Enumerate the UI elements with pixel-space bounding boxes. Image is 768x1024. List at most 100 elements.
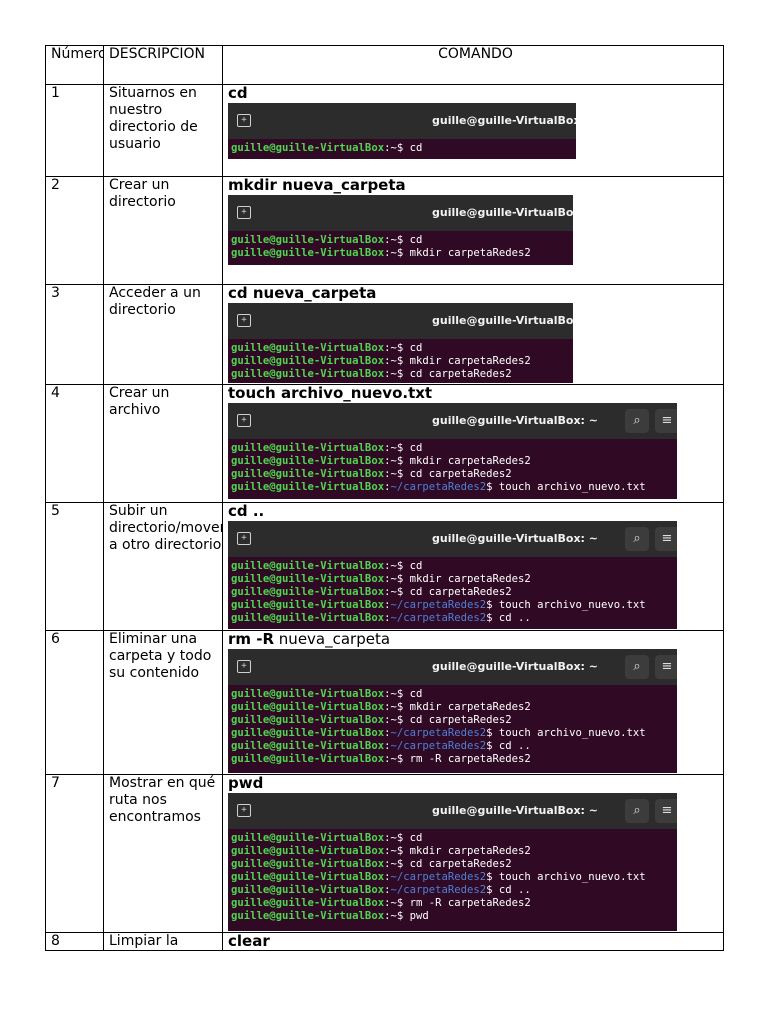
prompt-command: touch archivo_nuevo.txt bbox=[498, 481, 646, 493]
terminal-output: guille@guille-VirtualBox:~$ cd guille@gu… bbox=[228, 231, 573, 260]
prompt-command: mkdir carpetaRedes2 bbox=[409, 247, 531, 259]
row-command-cell: pwd + guille@guille-VirtualBox: ~ ⌕ ≡ gu… bbox=[222, 774, 724, 933]
prompt-command: mkdir carpetaRedes2 bbox=[409, 845, 531, 857]
terminal-line: guille@guille-VirtualBox:~/carpetaRedes2… bbox=[231, 481, 677, 494]
hamburger-menu-icon[interactable]: ≡ bbox=[655, 799, 677, 823]
prompt-user: guille@guille-VirtualBox bbox=[231, 599, 385, 611]
row-number: 3 bbox=[45, 284, 104, 385]
terminal-line: guille@guille-VirtualBox:~$ cd carpetaRe… bbox=[231, 586, 677, 599]
prompt-user: guille@guille-VirtualBox bbox=[231, 586, 385, 598]
row-description: Crear un directorio bbox=[103, 176, 223, 285]
prompt-path: ~/carpetaRedes2 bbox=[390, 599, 487, 611]
new-tab-icon[interactable]: + bbox=[237, 660, 251, 673]
command-text: touch archivo_nuevo.txt bbox=[228, 386, 723, 403]
table-row: 7 Mostrar en qué ruta nos encontramos pw… bbox=[45, 774, 724, 933]
prompt-sep: : bbox=[384, 871, 391, 883]
prompt-user: guille@guille-VirtualBox bbox=[231, 612, 385, 624]
terminal-line: guille@guille-VirtualBox:~$ cd carpetaRe… bbox=[231, 714, 677, 727]
command-bold: cd .. bbox=[228, 502, 265, 520]
terminal-line: guille@guille-VirtualBox:~/carpetaRedes2… bbox=[231, 871, 677, 884]
new-tab-icon[interactable]: + bbox=[237, 414, 251, 427]
terminal-line: guille@guille-VirtualBox:~$ cd carpetaRe… bbox=[231, 468, 677, 481]
hamburger-menu-icon[interactable]: ≡ bbox=[655, 409, 677, 433]
row-number: 7 bbox=[45, 774, 104, 933]
prompt-user: guille@guille-VirtualBox bbox=[231, 897, 385, 909]
prompt-path: ~/carpetaRedes2 bbox=[390, 740, 487, 752]
prompt-command: mkdir carpetaRedes2 bbox=[409, 701, 531, 713]
prompt-user: guille@guille-VirtualBox bbox=[231, 342, 385, 354]
terminal-output: guille@guille-VirtualBox:~$ cd guille@gu… bbox=[228, 557, 677, 625]
prompt-path: ~/carpetaRedes2 bbox=[390, 612, 487, 624]
prompt-command: rm -R carpetaRedes2 bbox=[409, 753, 531, 765]
command-bold: mkdir nueva_carpeta bbox=[228, 176, 406, 194]
terminal-line: guille@guille-VirtualBox:~/carpetaRedes2… bbox=[231, 727, 677, 740]
command-text: mkdir nueva_carpeta bbox=[228, 176, 723, 195]
prompt-dollar: $ bbox=[486, 740, 499, 752]
prompt-path: ~/carpetaRedes2 bbox=[390, 871, 487, 883]
new-tab-icon[interactable]: + bbox=[237, 532, 251, 545]
terminal-line: guille@guille-VirtualBox:~$ pwd bbox=[231, 910, 677, 923]
terminal-titlebar: + guille@guille-VirtualBox: ~ ⌕ ≡ bbox=[228, 403, 677, 439]
search-icon[interactable]: ⌕ bbox=[625, 409, 649, 433]
row-command-cell: cd + guille@guille-VirtualBox: ~ guille@… bbox=[222, 84, 724, 177]
terminal-title: guille@guille-VirtualBox: bbox=[432, 314, 573, 327]
prompt-sep: :~$ bbox=[384, 910, 410, 922]
prompt-user: guille@guille-VirtualBox bbox=[231, 142, 385, 154]
terminal-title: guille@guille-VirtualBox: ~ bbox=[432, 414, 598, 427]
prompt-sep: :~$ bbox=[384, 234, 410, 246]
prompt-user: guille@guille-VirtualBox bbox=[231, 573, 385, 585]
terminal-line: guille@guille-VirtualBox:~$ mkdir carpet… bbox=[231, 247, 573, 260]
terminal-line: guille@guille-VirtualBox:~$ mkdir carpet… bbox=[231, 355, 573, 368]
new-tab-icon[interactable]: + bbox=[237, 314, 251, 327]
command-bold: rm -R bbox=[228, 630, 275, 648]
hamburger-menu-icon[interactable]: ≡ bbox=[655, 527, 677, 551]
prompt-dollar: $ bbox=[486, 871, 499, 883]
prompt-user: guille@guille-VirtualBox bbox=[231, 247, 385, 259]
header-number: Número bbox=[45, 45, 104, 85]
prompt-sep: :~$ bbox=[384, 714, 410, 726]
prompt-user: guille@guille-VirtualBox bbox=[231, 740, 385, 752]
new-tab-icon[interactable]: + bbox=[237, 206, 251, 219]
table-row: 6 Eliminar una carpeta y todo su conteni… bbox=[45, 630, 724, 775]
terminal-line: guille@guille-VirtualBox:~$ cd bbox=[231, 832, 677, 845]
table-row: 8 Limpiar la clear bbox=[45, 932, 724, 951]
prompt-sep: :~$ bbox=[384, 247, 410, 259]
prompt-sep: :~$ bbox=[384, 455, 410, 467]
search-icon[interactable]: ⌕ bbox=[625, 527, 649, 551]
search-icon[interactable]: ⌕ bbox=[625, 655, 649, 679]
prompt-sep: : bbox=[384, 740, 391, 752]
prompt-sep: : bbox=[384, 884, 391, 896]
row-command-cell: touch archivo_nuevo.txt + guille@guille-… bbox=[222, 384, 724, 503]
prompt-user: guille@guille-VirtualBox bbox=[231, 727, 385, 739]
prompt-command: cd bbox=[409, 342, 423, 354]
new-tab-icon[interactable]: + bbox=[237, 804, 251, 817]
prompt-path: ~/carpetaRedes2 bbox=[390, 727, 487, 739]
terminal-title: guille@guille-VirtualBox: bbox=[432, 206, 573, 219]
row-command-cell: cd nueva_carpeta + guille@guille-Virtual… bbox=[222, 284, 724, 385]
row-command-cell: clear bbox=[222, 932, 724, 951]
prompt-sep: :~$ bbox=[384, 701, 410, 713]
prompt-user: guille@guille-VirtualBox bbox=[231, 910, 385, 922]
prompt-user: guille@guille-VirtualBox bbox=[231, 753, 385, 765]
terminal-screenshot: + guille@guille-VirtualBox: ~ guille@gui… bbox=[228, 103, 576, 159]
prompt-sep: :~$ bbox=[384, 753, 410, 765]
row-description: Eliminar una carpeta y todo su contenido bbox=[103, 630, 223, 775]
prompt-sep: :~$ bbox=[384, 368, 410, 380]
prompt-user: guille@guille-VirtualBox bbox=[231, 714, 385, 726]
terminal-titlebar: + guille@guille-VirtualBox: bbox=[228, 195, 573, 231]
row-number: 8 bbox=[45, 932, 104, 951]
prompt-command: cd bbox=[409, 560, 423, 572]
terminal-screenshot: + guille@guille-VirtualBox: ~ ⌕ ≡ guille… bbox=[228, 793, 677, 931]
row-number: 6 bbox=[45, 630, 104, 775]
hamburger-menu-icon[interactable]: ≡ bbox=[655, 655, 677, 679]
new-tab-icon[interactable]: + bbox=[237, 114, 251, 127]
search-icon[interactable]: ⌕ bbox=[625, 799, 649, 823]
prompt-command: rm -R carpetaRedes2 bbox=[409, 897, 531, 909]
prompt-user: guille@guille-VirtualBox bbox=[231, 234, 385, 246]
terminal-line: guille@guille-VirtualBox:~/carpetaRedes2… bbox=[231, 612, 677, 625]
prompt-sep: :~$ bbox=[384, 442, 410, 454]
row-command-cell: rm -R nueva_carpeta + guille@guille-Virt… bbox=[222, 630, 724, 775]
row-description: Acceder a un directorio bbox=[103, 284, 223, 385]
row-description: Mostrar en qué ruta nos encontramos bbox=[103, 774, 223, 933]
prompt-user: guille@guille-VirtualBox bbox=[231, 442, 385, 454]
